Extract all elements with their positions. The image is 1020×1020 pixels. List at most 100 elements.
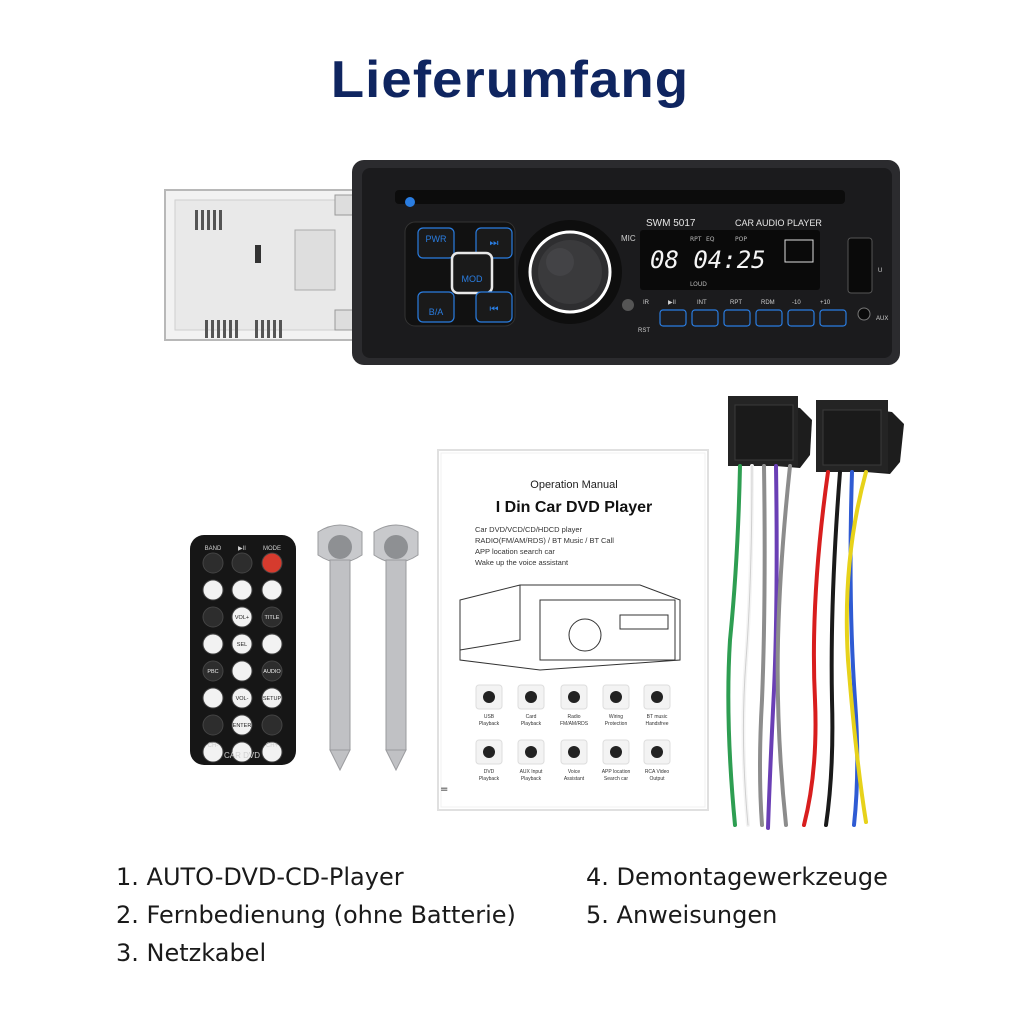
remote-key[interactable]	[202, 714, 224, 736]
svg-text:=: =	[440, 784, 448, 795]
remote-key[interactable]	[261, 606, 283, 628]
remote-key[interactable]	[231, 741, 253, 763]
remote-key-label: PBC	[207, 669, 218, 675]
player-button-next[interactable]: ⏭	[475, 227, 513, 259]
mic-label: MIC	[621, 234, 636, 243]
player-label-aux: AUX	[876, 316, 888, 322]
remote-key[interactable]	[261, 741, 283, 763]
manual-feature-label: AUX Input	[520, 769, 543, 775]
remote-key[interactable]	[231, 606, 253, 628]
remote-key[interactable]	[202, 741, 224, 763]
preset-button-4[interactable]	[755, 309, 783, 327]
remote-key[interactable]	[202, 552, 224, 574]
metal-cage	[164, 189, 366, 341]
player-label-rst: RST	[638, 328, 650, 334]
volume-knob[interactable]	[518, 220, 622, 324]
player-button-mod[interactable]: MOD	[450, 251, 494, 295]
remote-key[interactable]	[202, 606, 224, 628]
usb-port	[847, 237, 873, 294]
list-item: 5. Anweisungen	[586, 901, 778, 929]
manual-feature-glyph-icon	[651, 691, 663, 703]
manual-line-2: RADIO(FM/AM/RDS) / BT Music / BT Call	[475, 536, 614, 545]
manual-feature-glyph-icon	[483, 691, 495, 703]
removal-tools	[317, 524, 419, 772]
manual-feature-label: Playback	[521, 721, 542, 727]
manual-feature-label: Protection	[605, 721, 628, 727]
remote-key[interactable]	[261, 633, 283, 655]
remote-label-chplus: CH+	[266, 743, 279, 749]
remote-key[interactable]	[202, 660, 224, 682]
manual-feature-label: BT music	[647, 714, 668, 720]
harness-connector-1	[728, 396, 812, 468]
manual-feature-glyph-icon	[568, 746, 580, 758]
remote-key-label: AUDIO	[263, 669, 281, 675]
remote-key[interactable]	[261, 714, 283, 736]
preset-button-6[interactable]	[819, 309, 847, 327]
preset-button-5[interactable]	[787, 309, 815, 327]
preset-button-1[interactable]	[659, 309, 687, 327]
manual-feature-label: USB	[484, 714, 495, 720]
manual-feature-glyph-icon	[568, 691, 580, 703]
remote-key[interactable]	[202, 579, 224, 601]
car-dvd-player: PWR ⏭ MOD B/A ⏮ MIC SWM 5017 CAR	[164, 160, 900, 365]
manual-feature-label: Playback	[479, 721, 500, 727]
pwr-label: PWR	[426, 234, 447, 244]
removal-tool-1	[317, 524, 363, 772]
manual-feature-glyph-icon	[610, 746, 622, 758]
instruction-manual: Operation Manual I Din Car DVD Player Ca…	[437, 449, 709, 811]
manual-feature-label: Card	[526, 714, 537, 720]
remote-key[interactable]	[261, 660, 283, 682]
player-label-rdm: RDM	[761, 300, 775, 306]
manual-feature-label: Playback	[479, 776, 500, 782]
player-label-minus10: -10	[792, 300, 801, 306]
remote-key[interactable]	[231, 552, 253, 574]
preset-button-3[interactable]	[723, 309, 751, 327]
manual-feature-label: Output	[649, 776, 665, 782]
remote-key[interactable]	[261, 687, 283, 709]
remote-key[interactable]	[202, 633, 224, 655]
player-button-prev[interactable]: ⏮	[475, 291, 513, 323]
mod-label: MOD	[462, 274, 483, 284]
remote-key-label: VOL-	[236, 696, 249, 702]
player-label-play: ▶II	[668, 300, 676, 306]
items-list-right: 4. Demontagewerkzeuge 5. Anweisungen	[586, 858, 888, 934]
remote-key[interactable]	[261, 579, 283, 601]
remote-key[interactable]	[261, 552, 283, 574]
display-indicator-rpt: RPT	[690, 236, 702, 243]
removal-tool-2	[373, 524, 419, 772]
remote-key-label: ENTER	[233, 723, 252, 729]
manual-feature-glyph-icon	[483, 746, 495, 758]
player-button-pwr[interactable]: PWR	[417, 227, 455, 259]
model-label: SWM 5017	[646, 218, 696, 229]
remote-label-band: BAND	[205, 546, 222, 552]
manual-feature-label: Voice	[568, 769, 580, 775]
manual-feature-glyph-icon	[651, 746, 663, 758]
remote-key[interactable]	[231, 687, 253, 709]
player-label-rpt: RPT	[730, 300, 742, 306]
remote-key-label: VOL+	[235, 615, 249, 621]
list-item: 2. Fernbedienung (ohne Batterie)	[116, 901, 516, 929]
manual-device-drawing	[459, 584, 681, 671]
harness-connector-2	[816, 400, 904, 474]
display-indicator-eq: EQ	[706, 236, 715, 243]
manual-feature-label: Search car	[604, 776, 629, 782]
product-illustration: PWR ⏭ MOD B/A ⏮ MIC SWM 5017 CAR	[164, 160, 904, 830]
player-button-ba[interactable]: B/A	[417, 291, 455, 323]
svg-text:⏮: ⏮	[490, 304, 499, 315]
display-indicator-pop: POP	[735, 236, 747, 243]
preset-button-2[interactable]	[691, 309, 719, 327]
manual-line-1: Car DVD/VCD/CD/HDCD player	[475, 525, 583, 534]
manual-heading: Operation Manual	[530, 479, 617, 491]
remote-key[interactable]	[231, 633, 253, 655]
player-label-plus10: +10	[820, 300, 831, 306]
page-title: Lieferumfang	[330, 51, 690, 109]
ba-label: B/A	[429, 307, 444, 317]
manual-feature-glyph-icon	[525, 691, 537, 703]
remote-key[interactable]	[231, 714, 253, 736]
player-label-usb: U	[878, 268, 882, 274]
remote-key[interactable]	[202, 687, 224, 709]
remote-key[interactable]	[231, 579, 253, 601]
remote-key[interactable]	[231, 660, 253, 682]
display-indicator-loud: LOUD	[690, 281, 707, 288]
